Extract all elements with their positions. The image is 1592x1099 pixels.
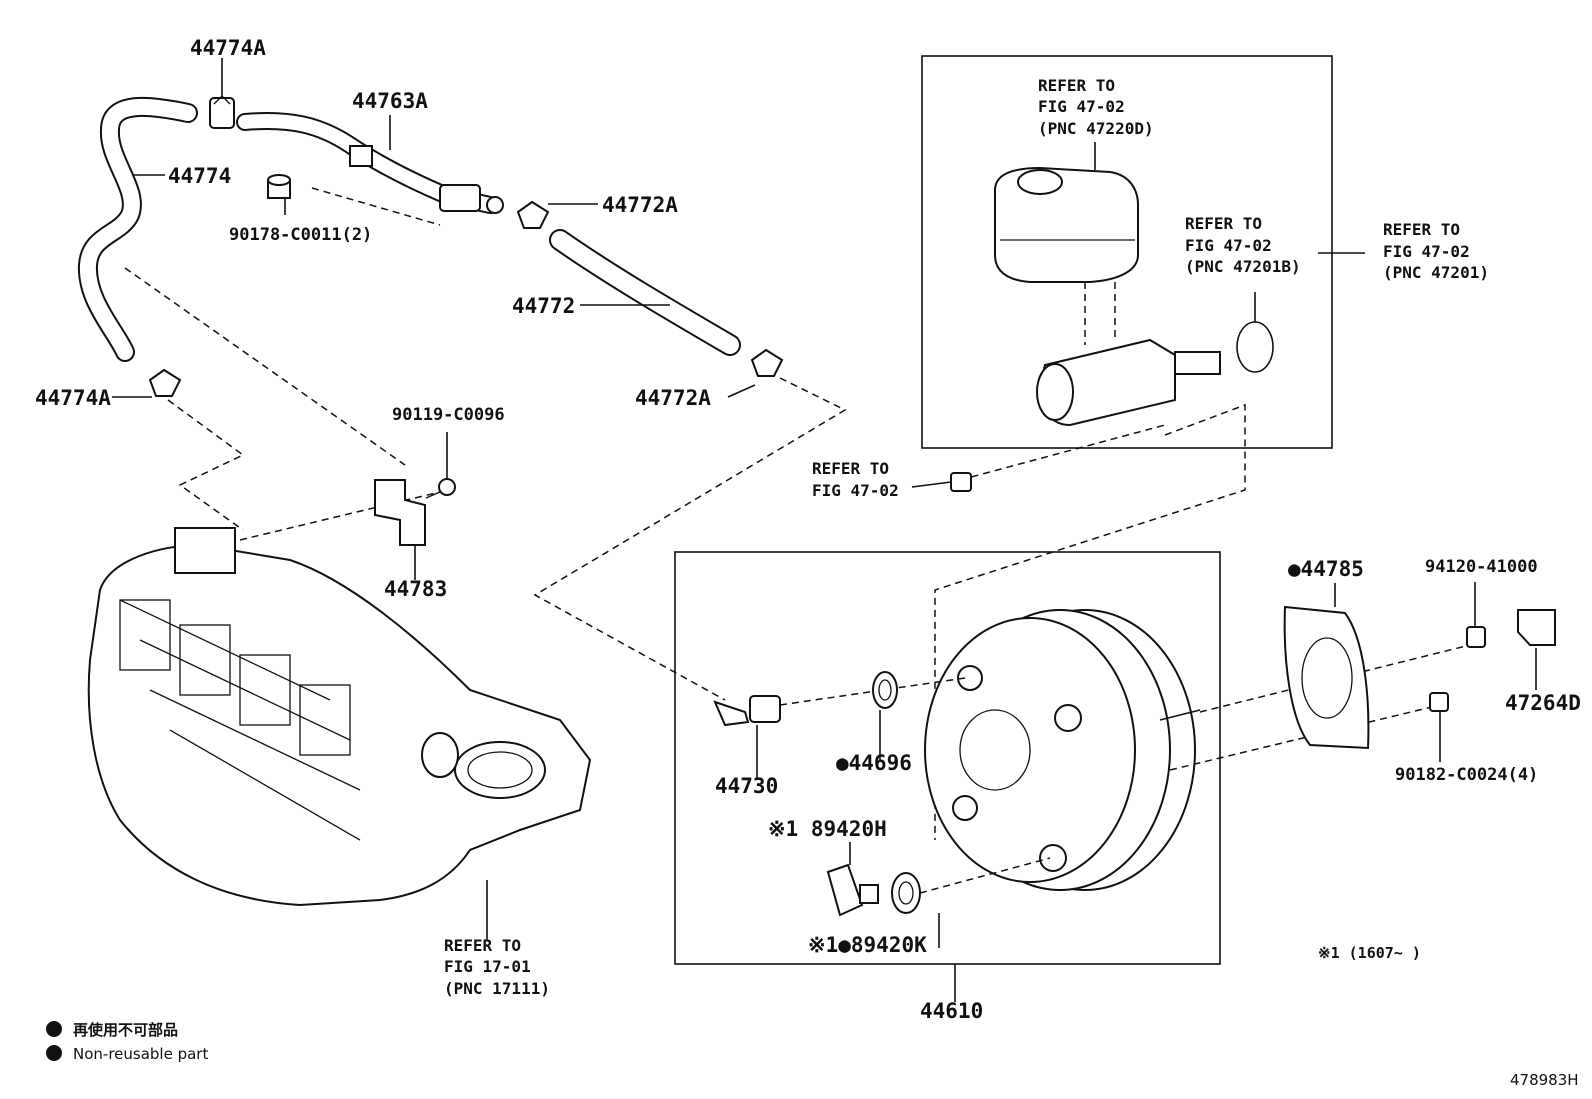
intake-manifold: [87, 527, 592, 907]
ref-line: FIG 47-02: [1038, 97, 1125, 116]
clevis-94120: [1466, 626, 1486, 648]
label-44730: 44730: [715, 774, 778, 798]
ref-line: REFER TO: [1383, 220, 1460, 239]
figure-id: 478983H: [1510, 1071, 1579, 1089]
label-44774A-top: 44774A: [190, 36, 266, 60]
bracket-44783: [374, 479, 426, 546]
label-44763A: 44763A: [352, 89, 428, 113]
reservoir-tank: [994, 166, 1139, 283]
label-44696: ●44696: [836, 751, 912, 775]
clamp-44774A-top: [209, 95, 235, 129]
ref-47201B: REFER TO FIG 47-02 (PNC 47201B): [1185, 214, 1301, 276]
label-89420H: ※1 89420H: [768, 817, 887, 841]
label-94120: 94120-41000: [1425, 557, 1538, 577]
clevis-47264D: [1517, 609, 1556, 646]
o-ring: [1236, 321, 1274, 373]
label-90119: 90119-C0096: [392, 405, 505, 425]
ref-line: FIG 47-02: [1185, 236, 1272, 255]
nut-90182: [1429, 692, 1449, 712]
bullet-icon: [46, 1021, 62, 1037]
leader-lines: [112, 58, 1537, 1002]
ref-line: REFER TO: [444, 936, 521, 955]
ref-line: (PNC 47201B): [1185, 257, 1301, 276]
valve-44730: [713, 695, 781, 727]
clamp-44774A-left: [148, 368, 182, 397]
hose-44774: [77, 96, 198, 362]
ref-47220D: REFER TO FIG 47-02 (PNC 47220D): [1038, 76, 1154, 138]
ref-17111: REFER TO FIG 17-01 (PNC 17111): [444, 936, 550, 998]
label-44774A-left: 44774A: [35, 386, 111, 410]
legend-jp: 再使用不可部品: [73, 1021, 178, 1039]
nut-fig4702: [950, 472, 972, 492]
ref-line: (PNC 47220D): [1038, 119, 1154, 138]
label-90182: 90182-C0024(4): [1395, 765, 1538, 785]
master-cylinder-box: [921, 55, 1333, 449]
ref-line: REFER TO: [812, 459, 889, 478]
master-cylinder: [1036, 282, 1221, 427]
ref-line: REFER TO: [1038, 76, 1115, 95]
ref-line: (PNC 17111): [444, 979, 550, 998]
label-44772: 44772: [512, 294, 575, 318]
label-44610: 44610: [920, 999, 983, 1023]
grommet-89420K: [891, 872, 921, 914]
label-47264D: 47264D: [1505, 691, 1581, 715]
gasket-44785: [1283, 605, 1370, 750]
ref-line: REFER TO: [1185, 214, 1262, 233]
label-44783: 44783: [384, 577, 447, 601]
legend-en: Non-reusable part: [73, 1045, 208, 1063]
ref-line: FIG 47-02: [812, 481, 899, 500]
label-90178: 90178-C0011(2): [229, 225, 372, 245]
pipe-44763A: [236, 111, 504, 214]
ref-fig4702: REFER TO FIG 47-02: [812, 459, 899, 500]
label-44772A-mid: 44772A: [635, 386, 711, 410]
brake-booster: [924, 609, 1201, 891]
grommet-90178: [267, 174, 291, 199]
clamp-44772A-mid: [750, 348, 784, 377]
ref-line: FIG 17-01: [444, 957, 531, 976]
label-89420K: ※1●89420K: [808, 933, 927, 957]
date-note: ※1 (1607~ ): [1318, 944, 1421, 962]
bolt-90119: [425, 478, 456, 499]
ref-47201: REFER TO FIG 47-02 (PNC 47201): [1383, 220, 1489, 282]
grommet-44696: [872, 671, 898, 709]
sensor-89420H: [826, 863, 879, 917]
clamp-44772A-top: [516, 200, 550, 229]
ref-line: FIG 47-02: [1383, 242, 1470, 261]
hose-44772: [549, 229, 741, 356]
label-44772A-top: 44772A: [602, 193, 678, 217]
label-44785: ●44785: [1288, 557, 1364, 581]
label-44774: 44774: [168, 164, 231, 188]
bullet-icon: [46, 1045, 62, 1061]
ref-line: (PNC 47201): [1383, 263, 1489, 282]
